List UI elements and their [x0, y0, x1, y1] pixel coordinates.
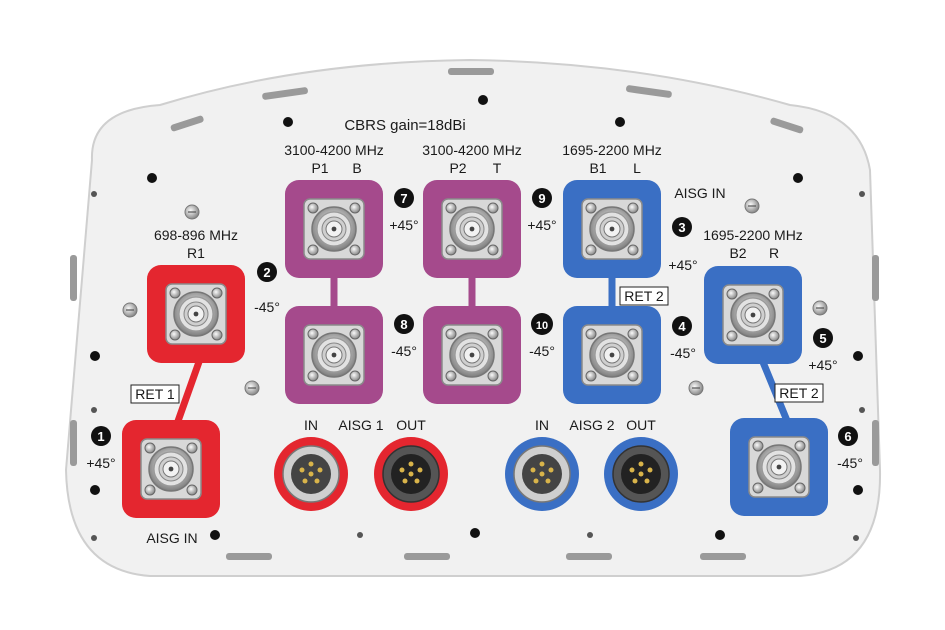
cbrs-gain-label: CBRS gain=18dBi [344, 117, 465, 134]
ret2-label-center: RET 2 [619, 286, 669, 306]
aisg2-in-connector[interactable] [505, 437, 579, 511]
port-badge-7: 7 [394, 188, 414, 208]
svg-text:10: 10 [536, 320, 548, 332]
svg-text:RET 2: RET 2 [779, 385, 819, 401]
pol-label-8: -45° [391, 343, 417, 359]
rf-connector-5[interactable] [722, 284, 784, 346]
svg-text:2: 2 [263, 265, 270, 280]
port-badge-6: 6 [838, 426, 858, 446]
aisg1-label: AISG 1 [338, 417, 383, 433]
aisg2-out-label: OUT [626, 417, 656, 433]
pol-label-5: +45° [808, 357, 837, 373]
aisg1-out-label: OUT [396, 417, 426, 433]
svg-text:6: 6 [844, 429, 851, 444]
aisg-in-label-left: AISG IN [146, 530, 197, 546]
bottom-slots [226, 553, 746, 560]
port-badge-5: 5 [813, 328, 833, 348]
svg-text:5: 5 [819, 331, 826, 346]
port-badge-3: 3 [672, 217, 692, 237]
aisg2-in-label: IN [535, 417, 549, 433]
svg-text:RET 2: RET 2 [624, 288, 664, 304]
panel-screw [812, 300, 828, 316]
panel-screw [688, 380, 704, 396]
pol-label-6: -45° [837, 455, 863, 471]
pol-label-9: +45° [527, 217, 556, 233]
port-label-r1: R1 [187, 245, 205, 261]
aisg1-in-label: IN [304, 417, 318, 433]
rf-connector-9[interactable] [441, 198, 503, 260]
side-slots [70, 255, 879, 466]
svg-text:8: 8 [400, 317, 407, 332]
pol-label-4: -45° [670, 345, 696, 361]
port-label-b: B [352, 160, 361, 176]
svg-text:7: 7 [400, 191, 407, 206]
rf-connector-8[interactable] [303, 324, 365, 386]
rf-connector-10[interactable] [441, 324, 503, 386]
band-label-purple1: 3100-4200 MHz [284, 142, 384, 158]
panel-screw [744, 198, 760, 214]
port-badge-10: 10 [531, 313, 553, 335]
pol-label-7: +45° [389, 217, 418, 233]
mounting-holes [90, 95, 865, 541]
svg-text:RET 1: RET 1 [135, 386, 175, 402]
ret2-label-right: RET 2 [774, 383, 824, 403]
aisg-in-label-right: AISG IN [674, 185, 725, 201]
pol-label-1: +45° [86, 455, 115, 471]
pol-label-3: +45° [668, 257, 697, 273]
rf-connector-1[interactable] [140, 438, 202, 500]
svg-text:4: 4 [678, 319, 686, 334]
panel-screw [244, 380, 260, 396]
band-label-purple2: 3100-4200 MHz [422, 142, 522, 158]
port-badge-1: 1 [91, 426, 111, 446]
rf-connector-4[interactable] [581, 324, 643, 386]
port-label-p1: P1 [311, 160, 328, 176]
aisg1-in-connector[interactable] [274, 437, 348, 511]
port-badge-2: 2 [257, 262, 277, 282]
rf-connector-3[interactable] [581, 198, 643, 260]
aisg1-out-connector[interactable] [374, 437, 448, 511]
rf-connector-7[interactable] [303, 198, 365, 260]
port-badge-4: 4 [672, 316, 692, 336]
port-badge-9: 9 [532, 188, 552, 208]
band-label-blue2: 1695-2200 MHz [703, 227, 803, 243]
aisg2-out-connector[interactable] [604, 437, 678, 511]
port-label-r: R [769, 245, 779, 261]
panel-screw [184, 204, 200, 220]
port-label-p2: P2 [449, 160, 466, 176]
ret1-label: RET 1 [130, 384, 180, 404]
svg-text:3: 3 [678, 220, 685, 235]
port-badge-8: 8 [394, 314, 414, 334]
rf-connector-6[interactable] [748, 436, 810, 498]
svg-text:9: 9 [538, 191, 545, 206]
aisg2-label: AISG 2 [569, 417, 614, 433]
port-label-b1: B1 [589, 160, 606, 176]
svg-text:1: 1 [97, 429, 104, 444]
band-label-red: 698-896 MHz [154, 227, 238, 243]
top-slots [170, 68, 804, 134]
pol-label-10: -45° [529, 343, 555, 359]
port-label-t: T [493, 160, 502, 176]
rf-connector-2[interactable] [165, 283, 227, 345]
pol-label-2: -45° [254, 299, 280, 315]
band-label-blue1: 1695-2200 MHz [562, 142, 662, 158]
port-label-b2: B2 [729, 245, 746, 261]
port-label-l: L [633, 160, 641, 176]
panel-screw [122, 302, 138, 318]
